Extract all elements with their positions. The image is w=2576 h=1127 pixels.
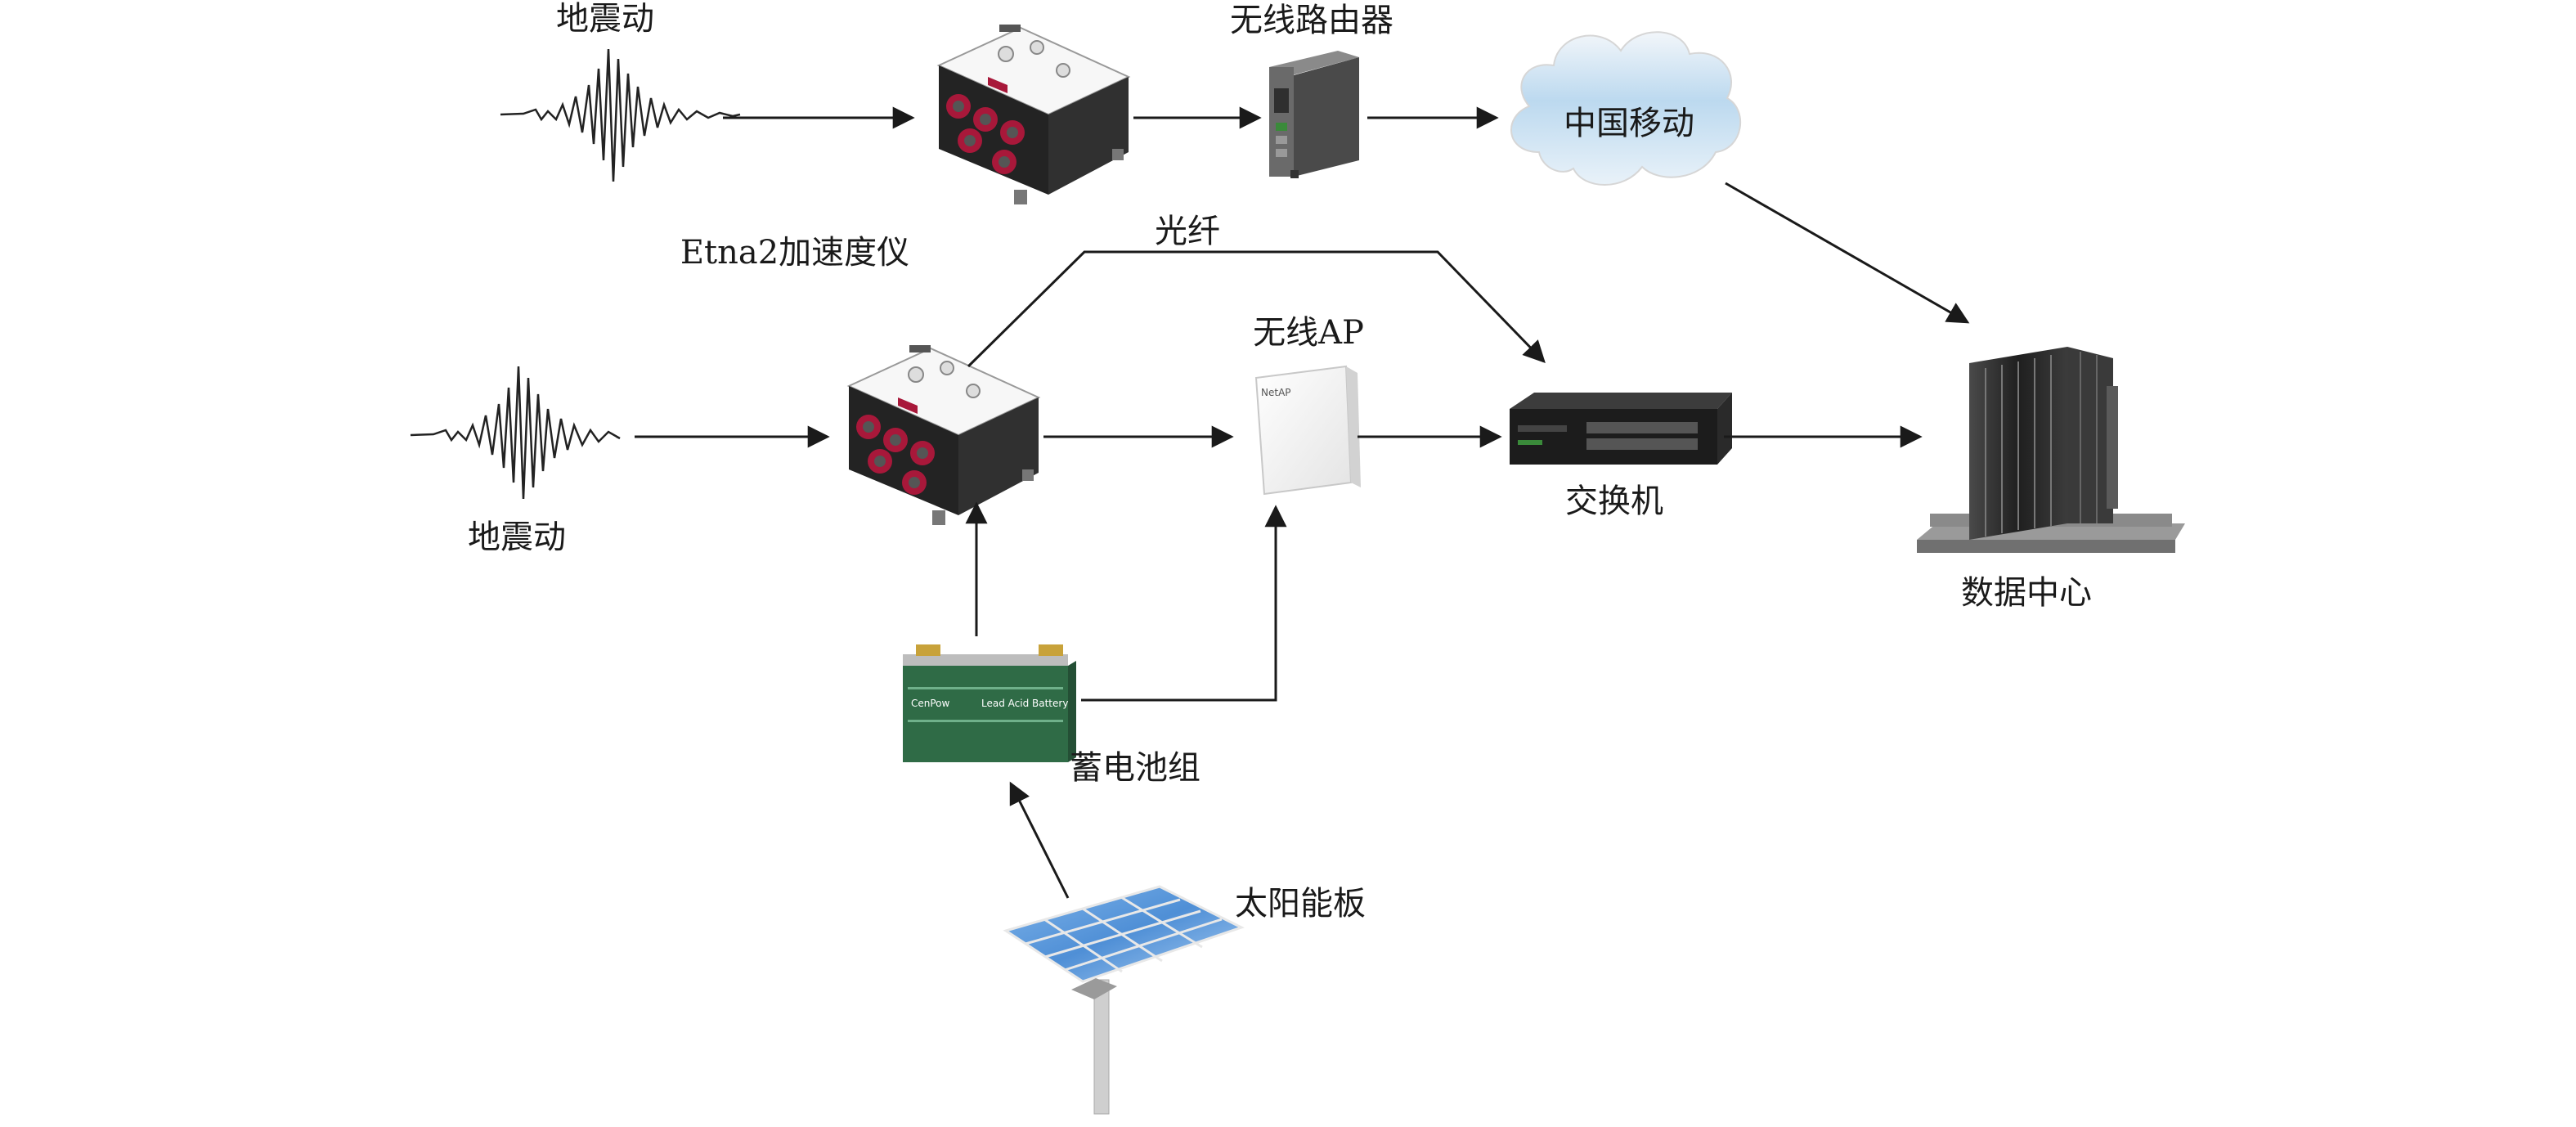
cloud-label: 中国移动 — [1564, 105, 1694, 142]
cloud-icon — [1510, 31, 1741, 186]
battery-label: 蓄电池组 — [1070, 749, 1200, 787]
router-label: 无线路由器 — [1230, 2, 1393, 39]
arrow-cloud-to-data-center — [1725, 182, 1970, 324]
svg-text:CenPow: CenPow — [911, 698, 950, 709]
accelerometer-label: Etna2加速度仪 — [680, 234, 909, 272]
seismic-top-label: 地震动 — [556, 0, 654, 38]
data-center-label: 数据中心 — [1961, 574, 2092, 612]
battery-icon: CenPow Lead Acid Battery — [903, 644, 1076, 762]
wireless-ap-icon: NetAP — [1254, 365, 1361, 496]
svg-text:NetAP: NetAP — [1261, 387, 1291, 398]
wireless-router-icon — [1269, 51, 1359, 178]
arrow-battery-to-ap — [1081, 505, 1287, 702]
accelerometer-mid-icon — [846, 345, 1041, 525]
switch-label: 交换机 — [1565, 483, 1663, 520]
svg-text:Lead Acid Battery: Lead Acid Battery — [981, 698, 1068, 709]
arrow-solar-to-battery — [1009, 781, 1070, 899]
solar-label: 太阳能板 — [1235, 885, 1366, 923]
data-center-icon — [1917, 347, 2185, 553]
accelerometer-top-icon — [936, 25, 1131, 204]
wireless-ap-label: 无线AP — [1253, 314, 1364, 352]
fiber-link — [967, 250, 1546, 368]
seismic-wave-mid-icon — [410, 366, 621, 500]
seismic-mid-label: 地震动 — [468, 519, 566, 556]
solar-panel-icon — [1003, 885, 1245, 1115]
fiber-label: 光纤 — [1155, 213, 1220, 250]
seismic-wave-top-icon — [500, 48, 741, 182]
network-switch-icon — [1510, 393, 1732, 465]
